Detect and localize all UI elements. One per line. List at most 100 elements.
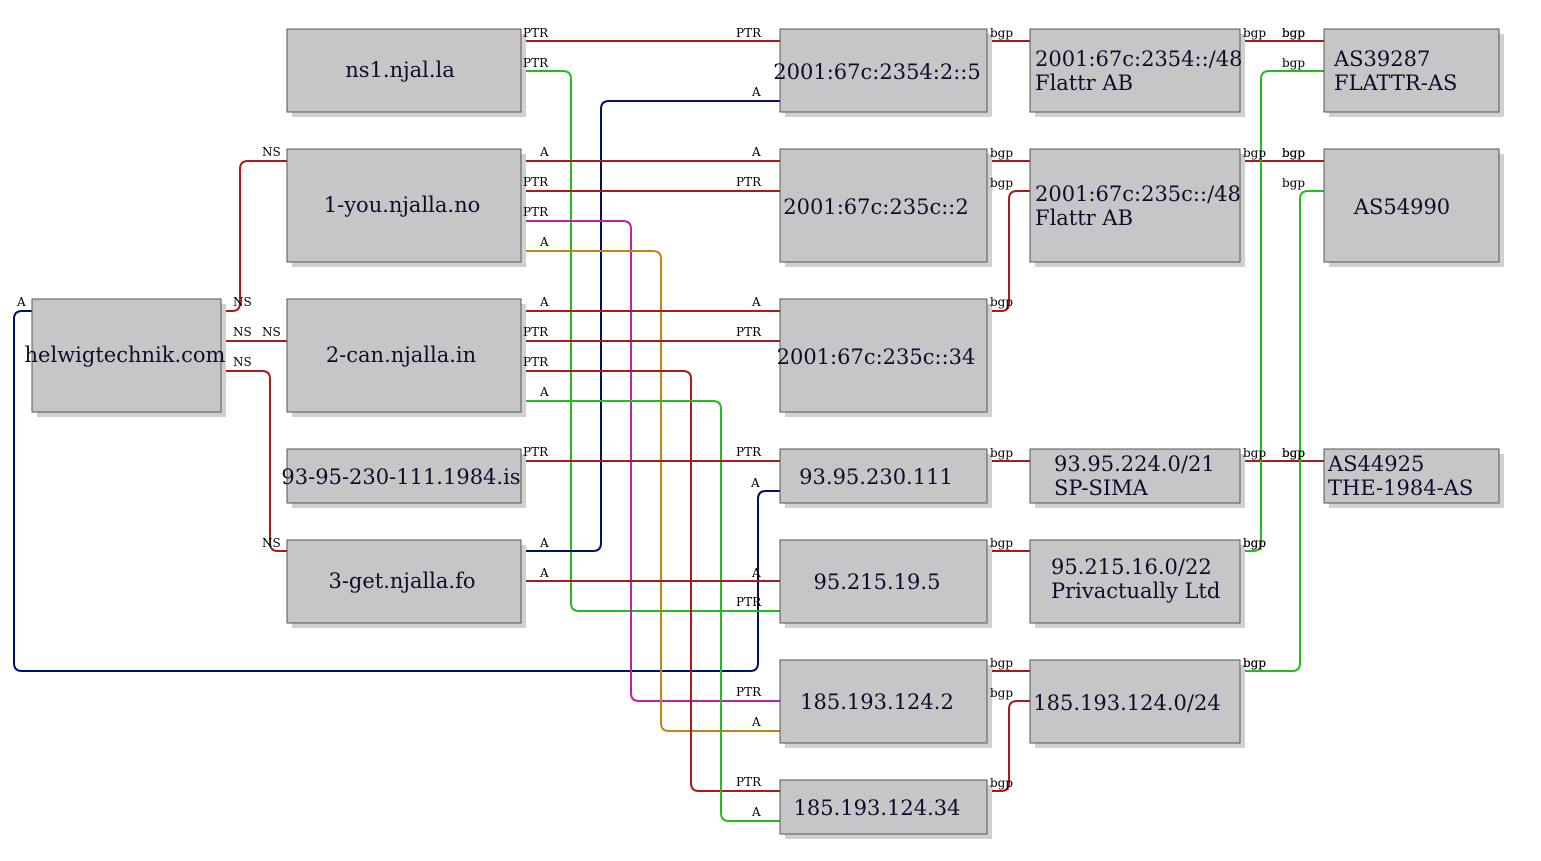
edge-label-head: bgp — [1282, 146, 1305, 160]
node-label: 2001:67c:235c::/48 — [1035, 182, 1241, 206]
edge-label-tail: A — [539, 566, 549, 580]
edge-label-head: bgp — [1282, 56, 1305, 70]
node-ns1[interactable]: ns1.njal.la — [286, 28, 526, 117]
edge-label-tail: PTR — [523, 325, 549, 339]
node-v6a[interactable]: 2001:67c:2354:2::5 — [773, 28, 992, 117]
node-label: Flattr AB — [1035, 71, 1133, 95]
edge-layer — [13, 40, 1324, 822]
node-label: 1-you.njalla.no — [324, 193, 481, 217]
edge-label-tail: NS — [233, 295, 252, 309]
node-helwig[interactable]: helwigtechnik.com — [25, 298, 226, 417]
edge-label-tail: NS — [233, 355, 252, 369]
edge-label-tail: bgp — [990, 776, 1013, 790]
edge-label-tail: bgp — [1243, 656, 1266, 670]
node-layer: helwigtechnik.com ns1.njal.la 1-you.njalla… — [25, 28, 1504, 839]
node-box — [1029, 659, 1241, 744]
node-label: ns1.njal.la — [345, 58, 455, 82]
edge-label-tail: bgp — [990, 656, 1013, 670]
node-box — [779, 779, 988, 835]
node-ip185a[interactable]: 185.193.124.2 — [779, 659, 992, 748]
edge-pfx95-as39287-bgp — [1243, 70, 1324, 552]
node-v6b[interactable]: 2001:67c:235c::2 — [779, 148, 992, 267]
edge-label-tail: A — [539, 145, 549, 159]
node-can[interactable]: 2-can.njalla.in — [286, 298, 526, 417]
edge-label-head: PTR — [736, 26, 762, 40]
edge-label-tail: A — [539, 385, 549, 399]
node-box — [1029, 448, 1241, 504]
node-ip185b[interactable]: 185.193.124.34 — [779, 779, 992, 839]
edge-label-tail: bgp — [990, 295, 1013, 309]
edge-label-head: PTR — [736, 325, 762, 339]
node-ip93[interactable]: 93.95.230.111 — [779, 448, 992, 508]
edge-v6c-pfx235c-bgp — [991, 190, 1030, 312]
edge-label-tail: PTR — [523, 56, 549, 70]
node-label: SP-SIMA — [1054, 476, 1149, 500]
edge-get-v6a-a — [523, 100, 780, 552]
node-get[interactable]: 3-get.njalla.fo — [286, 539, 526, 628]
node-label: 95.215.19.5 — [814, 570, 941, 594]
edge-label-tail: NS — [233, 325, 252, 339]
node-box — [779, 659, 988, 744]
edge-label-head: bgp — [1243, 146, 1266, 160]
node-label: 2001:67c:2354:2::5 — [773, 60, 980, 84]
edge-label-tail: A — [539, 235, 549, 249]
edge-label-head: A — [751, 295, 761, 309]
node-label: 3-get.njalla.fo — [328, 569, 475, 593]
edge-label-tail: PTR — [523, 205, 549, 219]
node-label: 2001:67c:2354::/48 — [1035, 47, 1242, 71]
edge-label-head: PTR — [736, 775, 762, 789]
node-box — [1323, 148, 1500, 263]
edge-label-tail: bgp — [1282, 26, 1305, 40]
edge-helwig-ip185b-a — [13, 310, 780, 672]
node-box — [286, 148, 522, 263]
edge-label-head: bgp — [1243, 26, 1266, 40]
edge-label-tail: A — [16, 295, 26, 309]
edge-label-head: bgp — [1282, 446, 1305, 460]
node-v6c[interactable]: 2001:67c:235c::34 — [777, 298, 992, 417]
node-label: FLATTR-AS — [1334, 71, 1457, 95]
node-ip95[interactable]: 95.215.19.5 — [779, 539, 992, 628]
node-label: 2001:67c:235c::34 — [777, 345, 976, 369]
edge-label-tail: PTR — [523, 445, 549, 459]
node-label: 2-can.njalla.in — [326, 343, 476, 367]
edge-label-head: bgp — [1282, 176, 1305, 190]
node-box — [286, 448, 522, 504]
node-box — [779, 28, 988, 113]
node-pfx185[interactable]: 185.193.124.0/24 — [1029, 659, 1245, 748]
node-label: 93.95.224.0/21 — [1054, 452, 1215, 476]
edge-label-tail: bgp — [1282, 446, 1305, 460]
edge-label-head: PTR — [736, 445, 762, 459]
edge-label-head: bgp — [1282, 26, 1305, 40]
edge-label-tail: bgp — [1282, 146, 1305, 160]
edge-label-head: bgp — [1243, 656, 1266, 670]
node-you[interactable]: 1-you.njalla.no — [286, 148, 526, 267]
edge-label-tail: bgp — [990, 26, 1013, 40]
node-box — [1029, 148, 1241, 263]
edge-helwig-get-ns — [225, 370, 287, 552]
edge-label-head: bgp — [990, 176, 1013, 190]
edge-label-tail: bgp — [990, 446, 1013, 460]
node-label: AS44925 — [1327, 452, 1424, 476]
node-label: 185.193.124.0/24 — [1033, 691, 1220, 715]
edge-label-head: A — [751, 566, 761, 580]
edge-can-ip185b-a — [523, 400, 780, 822]
node-label: 93-95-230-111.1984.is — [281, 465, 520, 489]
node-box — [779, 539, 988, 624]
edge-label-tail: PTR — [523, 355, 549, 369]
node-box — [1323, 28, 1500, 113]
node-label: AS54990 — [1353, 195, 1450, 219]
node-box — [1029, 28, 1241, 113]
edge-helwig-you-ns — [225, 160, 287, 312]
node-box — [779, 448, 988, 504]
node-as54990[interactable]: AS54990 — [1323, 148, 1504, 267]
edge-label-tail: A — [539, 295, 549, 309]
node-is1984[interactable]: 93-95-230-111.1984.is — [281, 448, 526, 508]
node-box — [1029, 539, 1241, 624]
